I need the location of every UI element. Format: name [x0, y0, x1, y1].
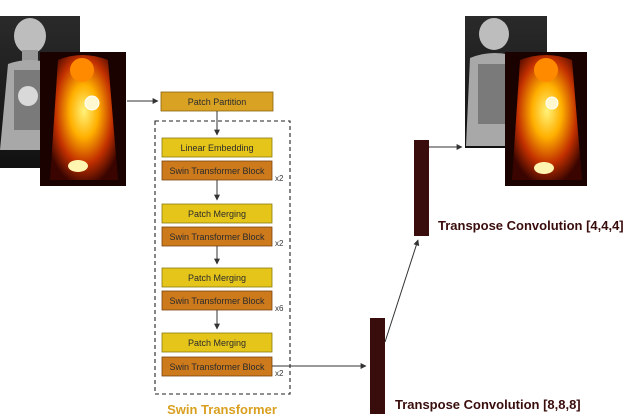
input-pet-image: [40, 52, 126, 186]
swin-block-label-2: Swin Transformer Block: [169, 232, 265, 242]
output-images: [465, 16, 587, 186]
patch-merging-label-1: Patch Merging: [188, 209, 246, 219]
repeat-label-4: x2: [275, 369, 284, 378]
swin-transformer-group: [154, 120, 291, 395]
repeat-label-3: x6: [275, 304, 284, 313]
linear-embedding-box: [161, 137, 273, 158]
swin-transformer-label: Swin Transformer: [167, 402, 277, 416]
patch-partition-label: Patch Partition: [188, 97, 247, 107]
output-pet-image: [505, 52, 587, 186]
repeat-label-1: x2: [275, 174, 284, 183]
patch-merging-box-3: [161, 332, 273, 353]
deconv-label-upper: Transpose Convolution [4,4,4]: [438, 218, 624, 233]
repeat-label-2: x2: [275, 239, 284, 248]
swin-block-label-1: Swin Transformer Block: [169, 166, 265, 176]
patch-merging-box-1: [161, 203, 273, 224]
deconv-bar-lower: [370, 318, 385, 414]
deconv-label-lower: Transpose Convolution [8,8,8]: [395, 397, 581, 412]
swin-block-label-3: Swin Transformer Block: [169, 296, 265, 306]
deconv-bar-upper: [414, 140, 429, 236]
patch-merging-label-2: Patch Merging: [188, 273, 246, 283]
linear-embedding-label: Linear Embedding: [180, 143, 253, 153]
patch-merging-label-3: Patch Merging: [188, 338, 246, 348]
input-images: [0, 16, 126, 186]
arrow-deconv-lower-to-upper: [384, 239, 420, 343]
patch-merging-box-2: [161, 267, 273, 288]
swin-block-label-4: Swin Transformer Block: [169, 362, 265, 372]
